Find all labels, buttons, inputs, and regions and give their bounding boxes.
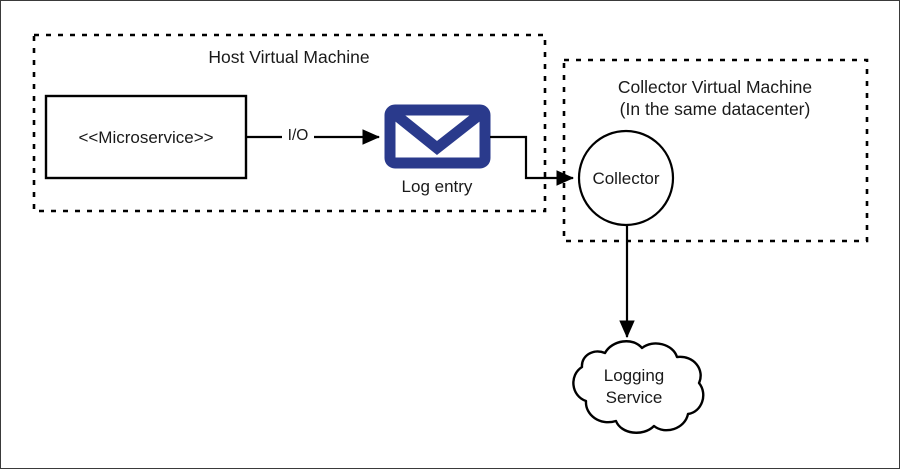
edge-microservice-to-log-entry: I/O	[246, 125, 381, 145]
io-edge-label: I/O	[288, 127, 309, 144]
edge-log-entry-to-collector	[490, 135, 575, 186]
logging-service-label-line1: Logging	[604, 366, 665, 385]
host-vm-boundary	[32, 33, 547, 213]
io-label-backdrop	[282, 125, 314, 144]
node-log-entry[interactable]: Log entry	[384, 104, 491, 196]
node-collector[interactable]: Collector	[577, 129, 675, 227]
group-host-virtual-machine: Host Virtual Machine	[32, 33, 547, 213]
collector-label: Collector	[592, 169, 659, 188]
logging-service-label-line2: Service	[606, 388, 663, 407]
collector-vm-title-line1: Collector Virtual Machine	[618, 77, 812, 97]
envelope-flap-path	[392, 110, 483, 156]
log-entry-label: Log entry	[402, 177, 473, 196]
cloud-shape[interactable]	[572, 340, 705, 434]
node-microservice[interactable]: <<Microservice>>	[44, 94, 248, 180]
group-collector-virtual-machine: Collector Virtual Machine (In the same d…	[562, 58, 869, 243]
node-logging-service[interactable]: Logging Service	[572, 340, 705, 434]
microservice-box[interactable]	[44, 94, 248, 180]
microservice-label: <<Microservice>>	[78, 128, 213, 147]
log-entry-to-collector-path	[490, 135, 575, 186]
envelope-icon[interactable]	[384, 104, 491, 169]
collector-vm-boundary	[562, 58, 869, 243]
collector-vm-title-line2: (In the same datacenter)	[620, 99, 811, 119]
host-vm-title: Host Virtual Machine	[208, 47, 369, 67]
